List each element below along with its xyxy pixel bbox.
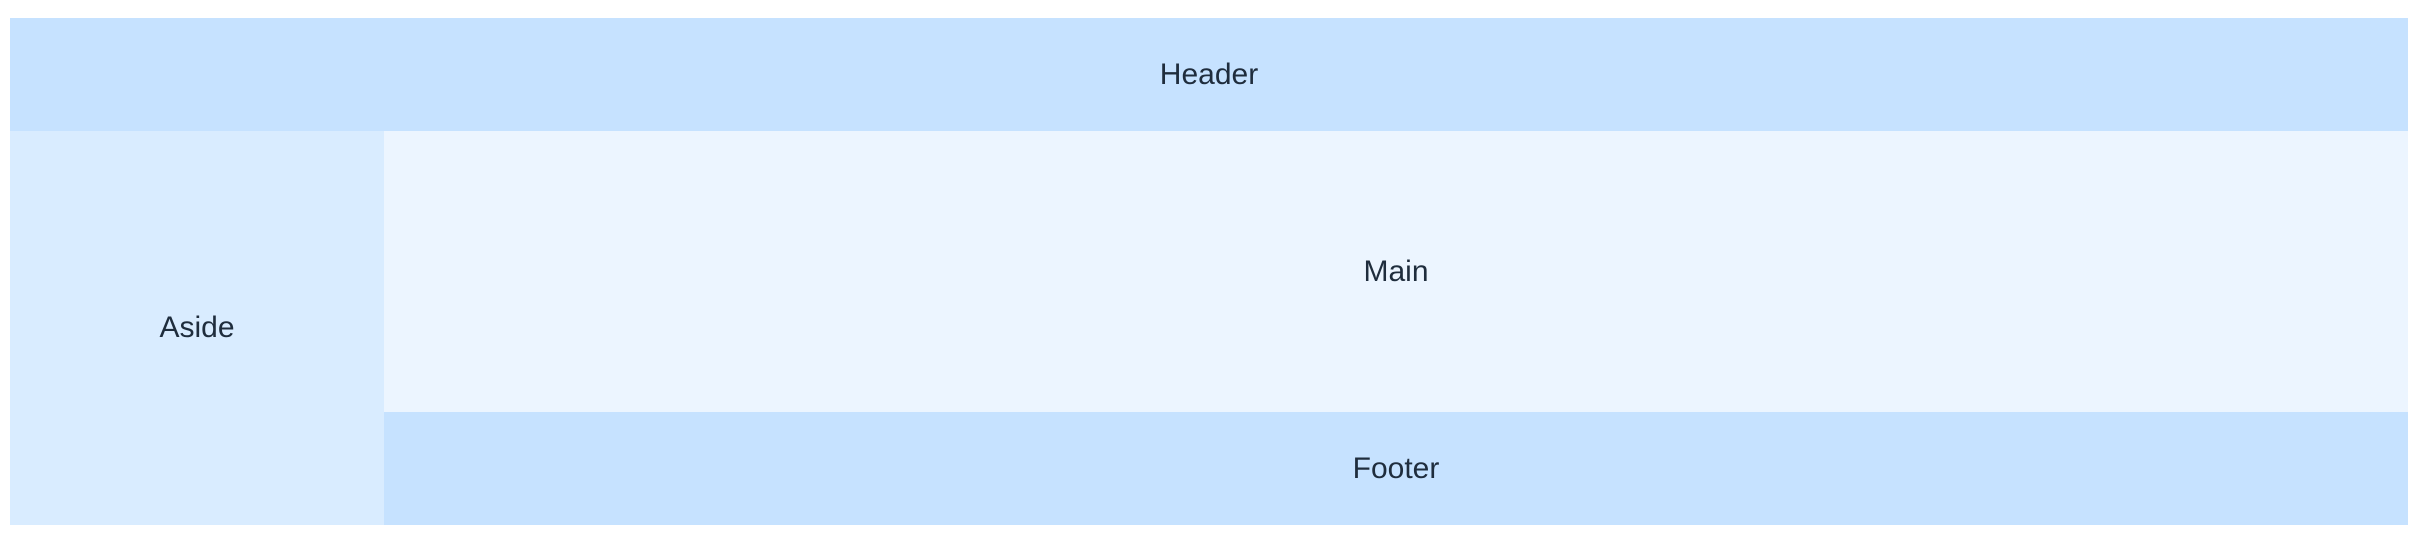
footer: Footer — [384, 412, 2408, 525]
header-label: Header — [1159, 57, 1259, 91]
aside-label: Aside — [159, 311, 235, 344]
content-column: Main Footer — [384, 131, 2408, 525]
header: Header — [10, 18, 2408, 131]
main-label: Main — [1363, 254, 1429, 288]
footer-label: Footer — [1352, 451, 1440, 485]
main: Main — [384, 131, 2408, 412]
body-row: Aside Main Footer — [10, 131, 2408, 525]
aside: Aside — [10, 131, 384, 525]
layout-container: Header Aside Main Footer — [10, 18, 2408, 525]
